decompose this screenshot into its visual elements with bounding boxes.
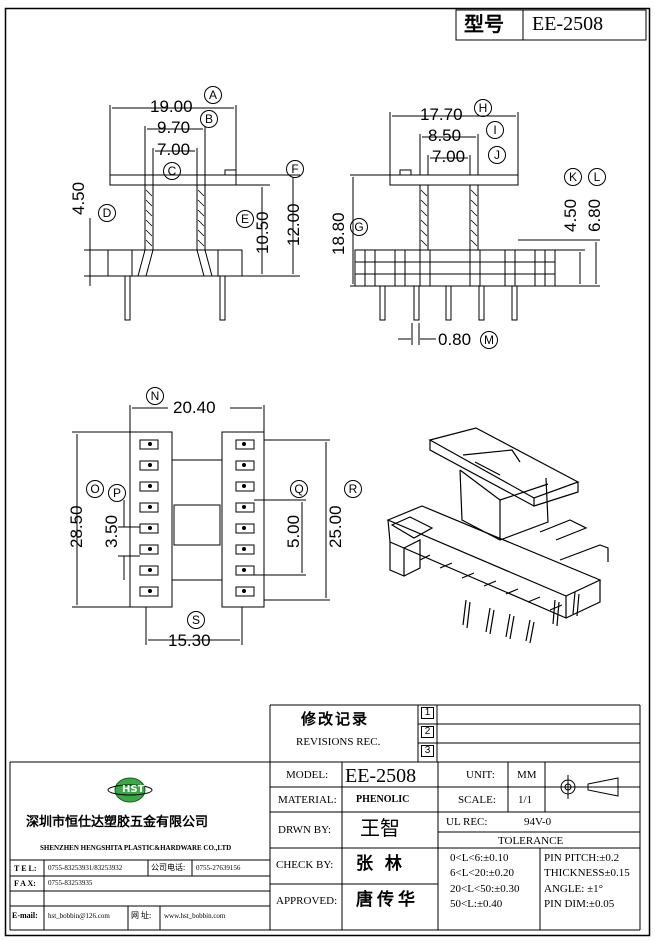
side-view — [350, 112, 600, 345]
unit-label: UNIT: — [466, 769, 495, 781]
dim-q-letter: Q — [290, 480, 308, 498]
dim-r-value: 25.00 — [326, 505, 345, 548]
web-label: 网 址: — [131, 911, 152, 920]
email-label: E-mail: — [12, 911, 38, 920]
revisions-subtitle: REVISIONS REC. — [296, 736, 381, 748]
title-block-lines — [9, 704, 641, 931]
header-box — [455, 9, 647, 41]
model-label: MODEL: — [286, 769, 329, 781]
dim-p-value: 3.50 — [102, 514, 121, 548]
revision-mark-2: 2 — [421, 726, 434, 738]
drawn-label: DRWN BY: — [278, 824, 332, 836]
approved-label: APPROVED: — [276, 895, 338, 907]
dim-e-value: 10.50 — [253, 211, 272, 254]
header-model-label: 型号 — [464, 12, 504, 36]
dim-s-letter: S — [187, 611, 205, 629]
approved-value: 唐传华 — [356, 890, 419, 910]
dim-d-letter: D — [98, 204, 116, 222]
revisions-title: 修改记录 — [301, 710, 370, 728]
dim-l-value: 6.80 — [585, 198, 604, 232]
tolerance-left-2: 20<L<50:±0.30 — [450, 883, 520, 895]
dim-q-value: 5.00 — [284, 514, 303, 548]
tolerance-right-2: ANGLE: ±1° — [544, 883, 604, 895]
scale-value: 1/1 — [518, 794, 533, 806]
mobile-label: 公司电话: — [151, 863, 186, 872]
dim-g-letter: G — [350, 218, 368, 236]
scale-label: SCALE: — [458, 794, 496, 806]
dim-a-letter: A — [204, 86, 222, 104]
model-value: EE-2508 — [345, 765, 417, 787]
ul-label: UL REC: — [446, 816, 488, 828]
unit-value: MM — [517, 769, 537, 781]
dim-n-letter: N — [146, 387, 164, 405]
dim-s-value: 15.30 — [168, 631, 211, 650]
dim-i-value: 8.50 — [428, 126, 462, 145]
logo-text: HST — [122, 784, 145, 795]
isometric-view — [386, 427, 609, 644]
dim-f-letter: F — [286, 160, 304, 178]
dim-c-value: 7.00 — [157, 140, 191, 159]
dim-i-letter: I — [486, 121, 504, 139]
dim-j-letter: J — [488, 146, 506, 164]
dim-g-value: 18.80 — [329, 212, 348, 255]
dim-o-value: 28.50 — [67, 505, 86, 548]
dim-h-letter: H — [474, 99, 492, 117]
tel-label: T E L: — [14, 864, 37, 873]
dim-c-letter: C — [163, 162, 181, 180]
check-label: CHECK BY: — [276, 859, 334, 871]
dim-h-value: 17.70 — [420, 105, 463, 124]
dim-k-letter: K — [564, 168, 582, 186]
tolerance-left-3: 50<L:±0.40 — [450, 898, 503, 910]
tolerance-title: TOLERANCE — [498, 835, 564, 847]
dim-b-letter: B — [200, 110, 218, 128]
drawn-value: 王智 — [360, 816, 400, 840]
dim-m-value: 0.80 — [438, 330, 472, 349]
dim-e-letter: E — [236, 210, 254, 228]
tel-value: 0755-83253931/83253932 — [48, 864, 123, 872]
check-value: 张 林 — [356, 854, 402, 874]
hst-logo — [107, 777, 153, 803]
dim-a-value: 19.00 — [150, 97, 193, 116]
dim-m-letter: M — [480, 331, 498, 349]
dim-r-letter: R — [344, 480, 362, 498]
web-value: www.hst_bobbin.com — [164, 912, 226, 920]
company-name-en: SHENZHEN HENGSHITA PLASTIC&HARDWARE CO.,… — [40, 844, 232, 852]
ul-value: 94V-0 — [524, 816, 552, 828]
mobile-value: 0755-27639156 — [196, 864, 241, 872]
header-model-value: EE-2508 — [532, 13, 604, 35]
sheet-border — [4, 7, 651, 937]
tolerance-left-0: 0<L<6:±0.10 — [450, 852, 509, 864]
dim-f-value: 12.00 — [284, 203, 303, 246]
dim-b-value: 9.70 — [157, 118, 191, 137]
tolerance-right-0: PIN PITCH:±0.2 — [544, 852, 620, 864]
dim-o-letter: O — [86, 480, 104, 498]
tolerance-right-3: PIN DIM:±0.05 — [544, 898, 615, 910]
dim-k-value: 4.50 — [561, 198, 580, 232]
bottom-view — [72, 405, 330, 645]
material-value: PHENOLIC — [356, 794, 410, 805]
company-name-cn: 深圳市恒仕达塑胶五金有限公司 — [26, 815, 209, 830]
revision-mark-3: 3 — [421, 745, 434, 757]
dim-d-value: 4.50 — [69, 181, 88, 215]
dim-p-letter: P — [108, 484, 126, 502]
front-view — [84, 105, 300, 321]
fax-label: F A X: — [14, 879, 36, 888]
email-value: hst_bobbin@126.com — [48, 912, 110, 920]
fax-value: 0755-83253935 — [48, 879, 93, 887]
dim-l-letter: L — [588, 168, 606, 186]
dim-j-value: 7.00 — [432, 147, 466, 166]
revision-mark-1: 1 — [421, 707, 434, 719]
tolerance-left-1: 6<L<20:±0.20 — [450, 867, 514, 879]
tolerance-right-1: THICKNESS±0.15 — [544, 867, 630, 879]
dim-n-value: 20.40 — [173, 398, 216, 417]
material-label: MATERIAL: — [278, 794, 337, 806]
